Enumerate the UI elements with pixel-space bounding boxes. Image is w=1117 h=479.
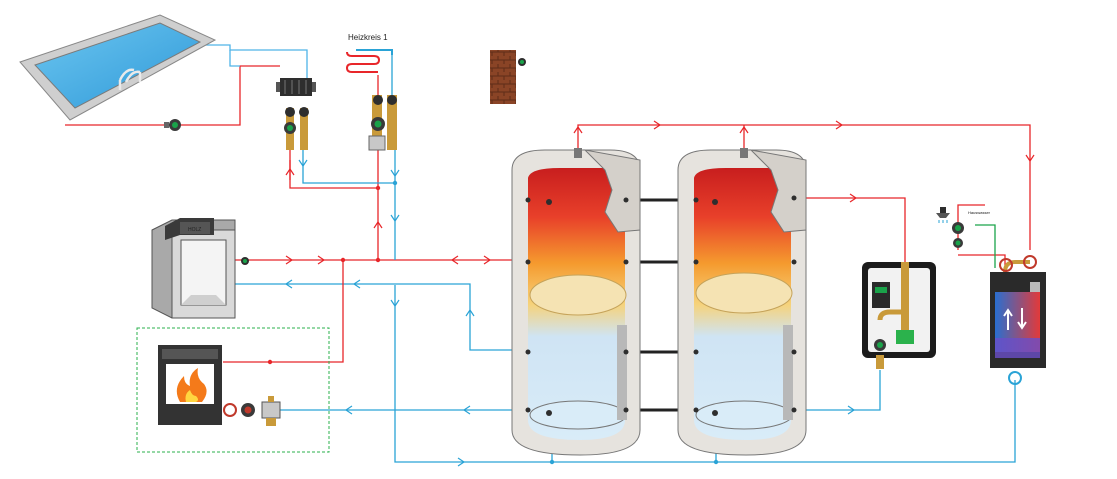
floor-heating-coil-icon [345, 49, 393, 73]
outdoor-sensor-icon [518, 58, 526, 66]
pool-loop-red [65, 65, 280, 126]
dhw-line [957, 204, 985, 250]
heat-exchanger-icon [276, 78, 316, 96]
drinking-water-line [975, 224, 996, 268]
pump-group-heating [368, 95, 397, 151]
stove-enclosure [136, 327, 330, 453]
dhw-cold [958, 254, 1006, 270]
buffer-tank-1 [511, 148, 641, 456]
wood-stove-icon [158, 345, 222, 425]
return-from-pool-hx [302, 150, 395, 184]
heating-circuit-label: Heizkreis 1 [348, 33, 388, 42]
stove-supply [223, 260, 344, 363]
pipe-network [65, 44, 1031, 463]
fws-supply [795, 197, 906, 262]
return-main-line [233, 283, 525, 351]
drinking-water-label: Hauswasser [968, 210, 991, 215]
buffer-tank-2 [677, 148, 807, 456]
wood-boiler-icon: HOLZ [151, 218, 236, 319]
supply-to-pool-hx [289, 150, 378, 189]
flow-arrows [284, 120, 1035, 467]
pool-pump-icon [164, 119, 181, 131]
swimming-pool-icon [19, 14, 217, 121]
tank-sensors [525, 195, 797, 416]
fws-return [795, 370, 881, 411]
boiler-sensor-icon [241, 257, 249, 265]
chimney-icon [490, 50, 516, 104]
junctions [267, 180, 719, 465]
supply-top-line [577, 124, 1031, 250]
circulation-pump-icon [952, 222, 964, 248]
fresh-water-station-icon [862, 262, 936, 369]
loading-pump-group [223, 396, 281, 426]
shower-icon [936, 207, 950, 223]
pump-group-pool [284, 107, 309, 150]
cold-bottom-line [394, 285, 1016, 463]
pool-loop-blue [229, 50, 240, 67]
stove-plate-label: HOLZ [188, 227, 201, 233]
heat-pump-module-icon [990, 255, 1046, 385]
pool-loop-top [195, 44, 308, 80]
